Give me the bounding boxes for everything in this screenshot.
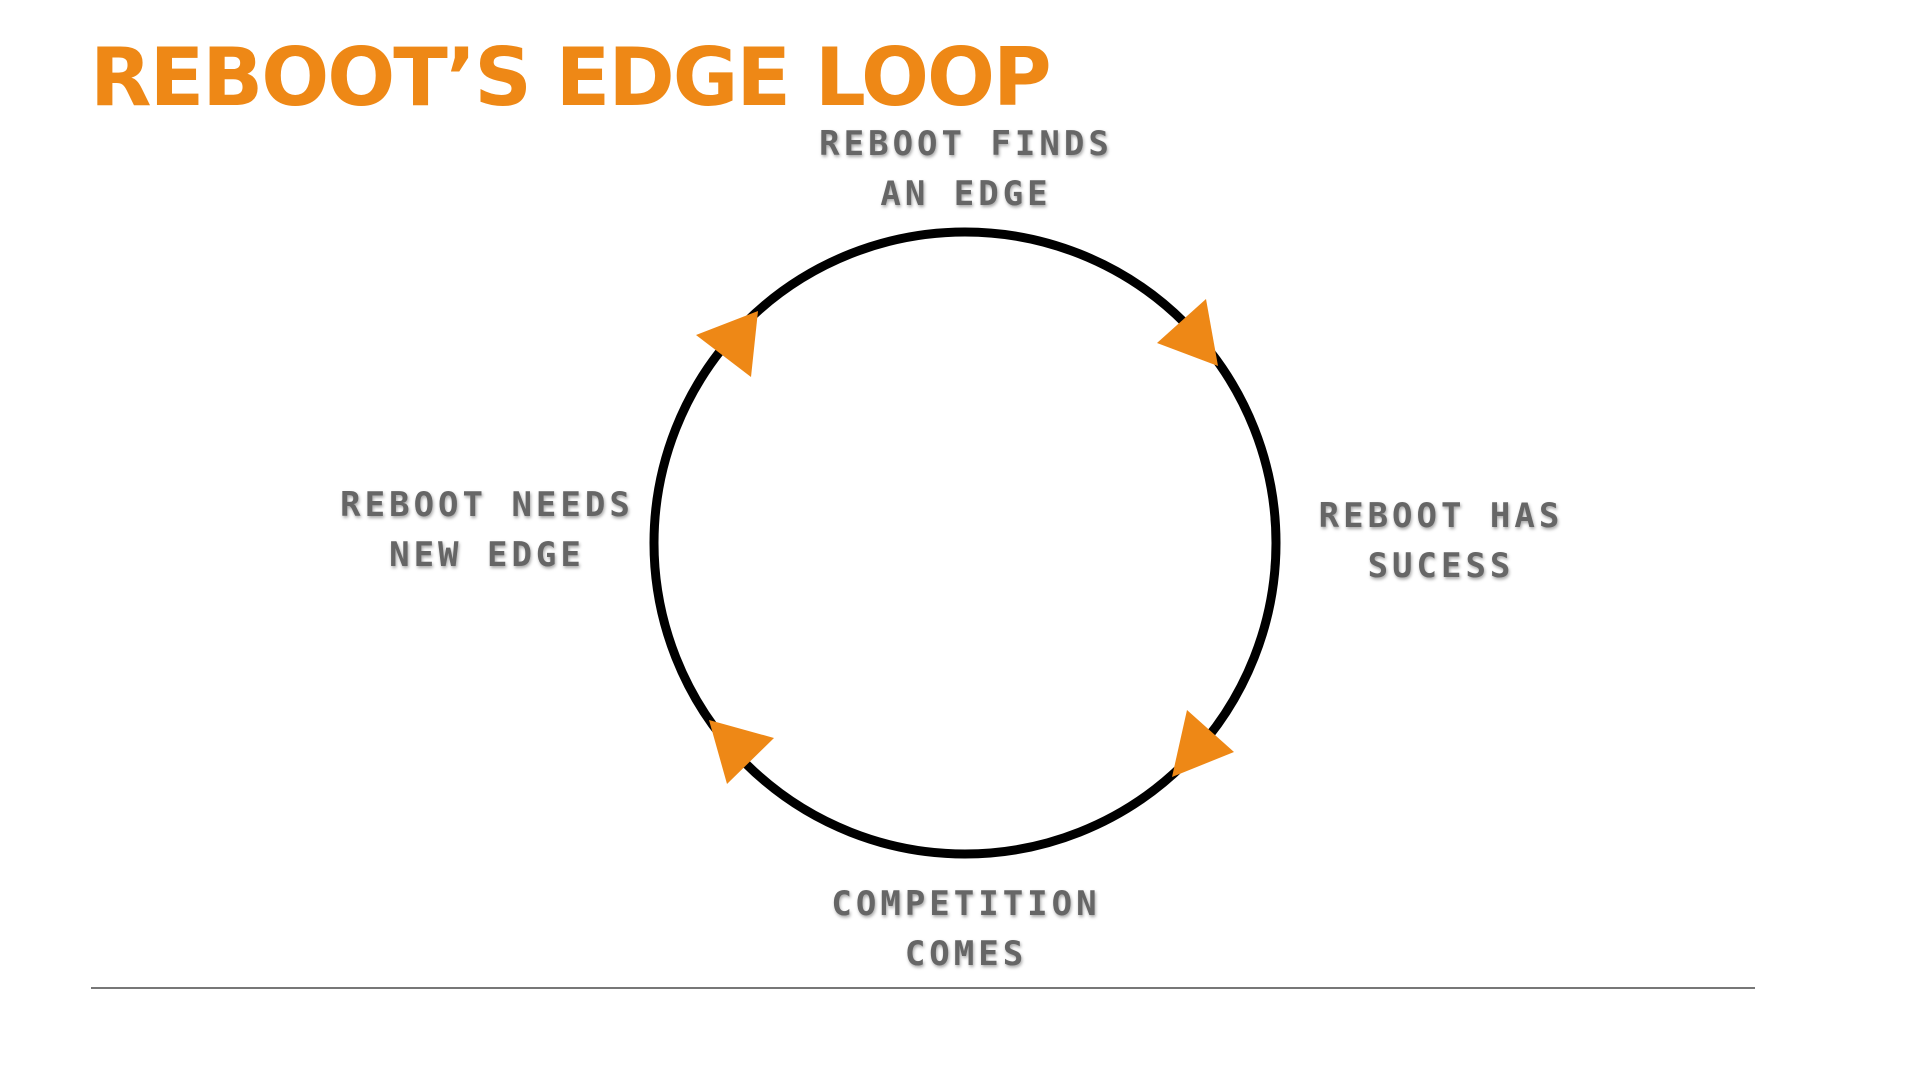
stage-label-reboot-finds-edge: REBOOT FINDS AN EDGE [756, 119, 1176, 219]
footer-divider [91, 987, 1755, 989]
stage-label-line: REBOOT NEEDS [340, 485, 634, 525]
stage-label-competition-comes: COMPETITION COMES [756, 879, 1176, 979]
arrow-top-right-icon [1157, 299, 1218, 366]
stage-label-line: NEW EDGE [389, 535, 585, 575]
loop-ring [649, 227, 1281, 859]
stage-label-reboot-has-success: REBOOT HAS SUCESS [1231, 491, 1651, 591]
stage-label-line: REBOOT HAS [1318, 496, 1564, 536]
stage-label-line: REBOOT FINDS [819, 124, 1113, 164]
slide-title: REBOOT’S EDGE LOOP [90, 31, 1052, 124]
stage-label-line: AN EDGE [880, 174, 1052, 214]
arrow-bottom-left-icon [709, 720, 774, 784]
stage-label-line: COMPETITION [831, 884, 1101, 924]
arrow-top-left-icon [696, 311, 758, 377]
stage-label-reboot-needs-new-edge: REBOOT NEEDS NEW EDGE [277, 480, 697, 580]
stage-label-line: COMES [904, 934, 1028, 974]
stage-label-line: SUCESS [1367, 546, 1515, 586]
arrow-bottom-right-icon [1172, 710, 1234, 777]
